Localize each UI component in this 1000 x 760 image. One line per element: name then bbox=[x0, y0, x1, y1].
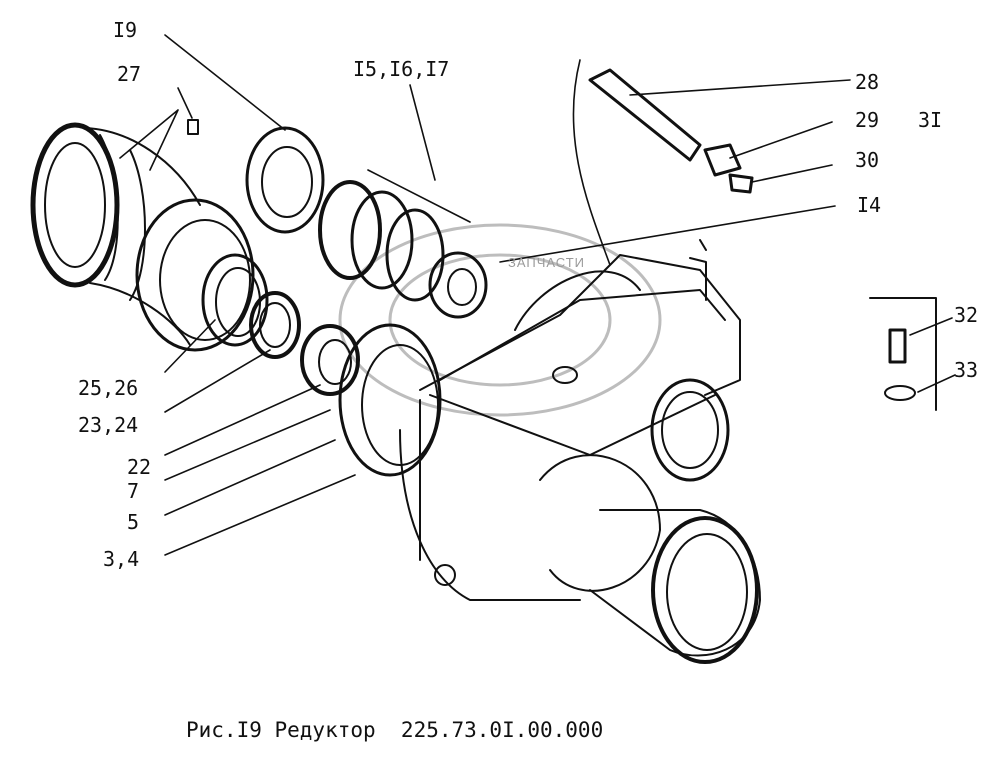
callout-7: 7 bbox=[127, 479, 140, 503]
watermark-emblem bbox=[338, 223, 662, 417]
seal-rings bbox=[249, 291, 360, 396]
callout-14: I4 bbox=[857, 193, 882, 217]
figure-caption: Рис.I9 Редуктор 225.73.0I.00.000 bbox=[186, 718, 604, 742]
callout-33: 33 bbox=[954, 358, 979, 382]
small-bolt-27 bbox=[187, 119, 199, 135]
callout-30: 30 bbox=[855, 148, 880, 172]
callout-32: 32 bbox=[954, 303, 979, 327]
callout-3-4: 3,4 bbox=[103, 547, 140, 571]
housing-flange bbox=[338, 323, 442, 477]
detail-32-33 bbox=[869, 297, 937, 411]
callout-27: 27 bbox=[117, 62, 142, 86]
callout-15-16-17: I5,I6,I7 bbox=[353, 57, 450, 81]
callout-25-26: 25,26 bbox=[78, 376, 139, 400]
drum-part-27 bbox=[30, 122, 269, 352]
callout-19: I9 bbox=[113, 18, 138, 42]
callout-5: 5 bbox=[127, 510, 140, 534]
callout-28: 28 bbox=[855, 70, 880, 94]
callout-31: 3I bbox=[918, 108, 943, 132]
callout-29: 29 bbox=[855, 108, 880, 132]
cover-part-19 bbox=[245, 126, 325, 234]
bearing-pack-15-17 bbox=[318, 180, 488, 319]
callout-22: 22 bbox=[127, 455, 152, 479]
watermark-text: ЗАПЧАСТИ bbox=[508, 255, 586, 270]
bolt-28-assembly bbox=[588, 68, 754, 194]
view-arrow-a bbox=[689, 239, 707, 301]
callout-23-24: 23,24 bbox=[78, 413, 139, 437]
leader-lines bbox=[119, 34, 956, 556]
reducer-housing bbox=[399, 254, 761, 664]
